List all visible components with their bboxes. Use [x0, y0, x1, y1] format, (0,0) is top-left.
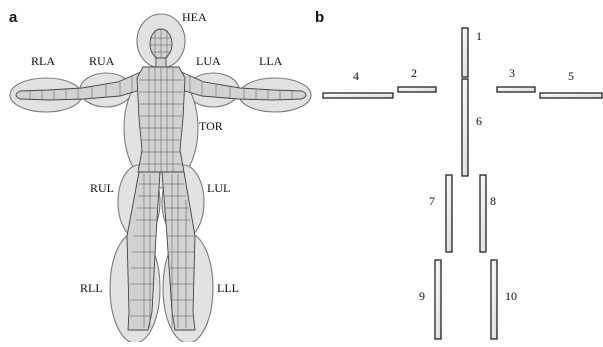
label-left-upper-arm: LUA — [196, 54, 221, 68]
segment-bar-9 — [435, 260, 441, 339]
segment-bar-6 — [462, 79, 468, 176]
segment-bar-2 — [398, 87, 436, 92]
label-left-lower-arm: LLA — [259, 54, 283, 68]
segment-number-6: 6 — [476, 114, 482, 128]
label-torso: TOR — [199, 119, 223, 133]
segment-number-3: 3 — [509, 66, 515, 80]
panel-a: a — [9, 9, 311, 342]
panel-a-letter: a — [9, 9, 18, 26]
label-left-lower-leg: LLL — [217, 281, 239, 295]
segment-bar-8 — [480, 175, 486, 252]
segment-bar-7 — [446, 175, 452, 252]
segment-number-4: 4 — [353, 69, 359, 83]
segment-number-7: 7 — [429, 194, 435, 208]
label-head: HEA — [182, 10, 207, 24]
label-right-lower-arm: RLA — [31, 54, 55, 68]
panel-b: b 1 2 3 4 5 6 7 8 9 10 — [315, 9, 602, 339]
segment-number-2: 2 — [411, 66, 417, 80]
label-right-upper-arm: RUA — [89, 54, 115, 68]
segment-bar-4 — [323, 93, 393, 98]
segment-bar-1 — [462, 28, 468, 77]
segment-bar-5 — [540, 93, 602, 98]
panel-b-letter: b — [315, 9, 324, 26]
label-right-upper-leg: RUL — [90, 181, 114, 195]
segment-number-8: 8 — [490, 194, 496, 208]
segment-bar-10 — [491, 260, 497, 339]
segment-number-5: 5 — [568, 69, 574, 83]
segment-number-1: 1 — [476, 29, 482, 43]
segment-bar-3 — [497, 87, 535, 92]
label-left-upper-leg: LUL — [207, 181, 230, 195]
label-right-lower-leg: RLL — [80, 281, 103, 295]
segment-number-9: 9 — [419, 289, 425, 303]
segment-number-10: 10 — [505, 289, 517, 303]
